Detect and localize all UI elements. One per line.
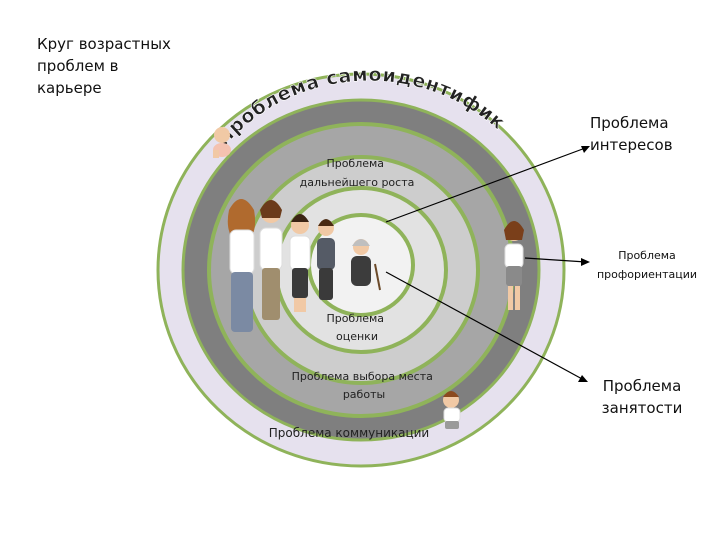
woman-figure-4 (317, 219, 335, 300)
arrowhead-orientation (581, 258, 590, 266)
arrowhead-interest (581, 146, 590, 153)
ring-label-growth: Проблема дальнейшего роста (300, 157, 415, 189)
label-interest-problem: Проблема интересов (590, 114, 673, 154)
elderly-woman-figure (351, 239, 381, 291)
ring-label-workplace-line2: работы (343, 388, 385, 401)
people-group-illustration (213, 127, 524, 429)
ring-label-workplace: Проблема выбора места работы (292, 370, 437, 401)
ring-label-communication: Проблема коммуникации (269, 426, 429, 440)
ring-label-evaluation-line1: Проблема (326, 312, 384, 325)
ring-label-evaluation: Проблема оценки (326, 312, 387, 343)
connector-orientation (524, 257, 587, 263)
diagram-title: Круг возрастных проблем в карьере (37, 35, 171, 97)
woman-figure-3 (289, 214, 311, 312)
baby-figure (213, 127, 231, 158)
ring-label-evaluation-line2: оценки (336, 330, 378, 343)
toddler-figure (443, 391, 461, 429)
ring-label-growth-line1: Проблема (326, 157, 384, 170)
label-employment-problem: Проблема занятости (601, 377, 683, 417)
arrowhead-employment (578, 375, 588, 382)
woman-figure-2 (259, 200, 283, 320)
girl-figure-right (504, 221, 524, 310)
ring-label-workplace-line1: Проблема выбора места (292, 370, 433, 383)
label-orientation-problem: Проблема профориентации (596, 249, 698, 281)
woman-figure-1 (227, 199, 256, 332)
connector-interest (385, 146, 589, 223)
ring-label-growth-line2: дальнейшего роста (300, 176, 415, 189)
connector-employment (385, 271, 585, 381)
